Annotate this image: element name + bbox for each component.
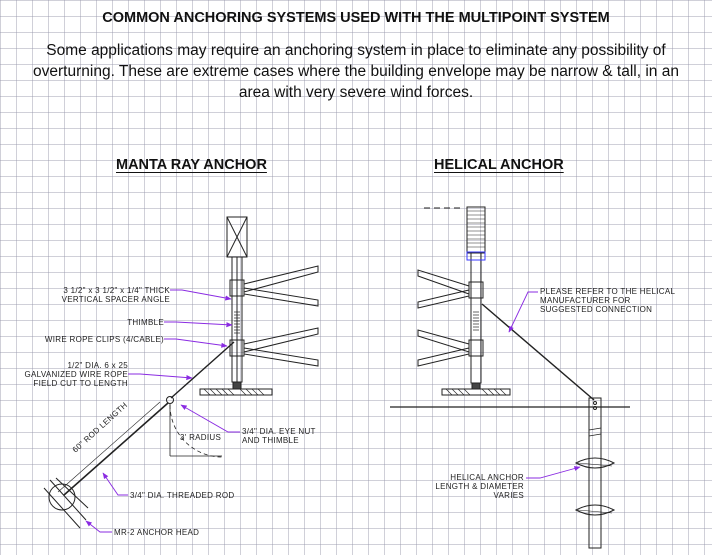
page-title: COMMON ANCHORING SYSTEMS USED WITH THE M… — [102, 10, 610, 26]
label-threaded-rod: 3/4" DIA. THREADED ROD — [130, 491, 235, 500]
label-helical-length: HELICAL ANCHOR LENGTH & DIAMETER VARIES — [435, 473, 524, 500]
label-spacer-angle: 3 1/2" x 3 1/2" x 1/4" THICK VERTICAL SP… — [61, 286, 170, 304]
label-radius: 3' RADIUS — [180, 433, 222, 442]
label-helical-refer: PLEASE REFER TO THE HELICAL MANUFACTURER… — [540, 287, 676, 314]
helical-leaders — [508, 291, 581, 479]
label-anchor-head: MR-2 ANCHOR HEAD — [114, 528, 200, 537]
label-wire-rope-clips: WIRE ROPE CLIPS (4/CABLE) — [44, 335, 164, 344]
helical-assembly — [390, 206, 630, 549]
manta-ray-assembly — [43, 216, 319, 529]
intro-paragraph: Some applications may require an anchori… — [33, 42, 679, 101]
label-eye-nut: 3/4" DIA. EYE NUT AND THIMBLE — [242, 427, 316, 445]
manta-ray-leaders — [85, 289, 240, 533]
manta-ray-heading: MANTA RAY ANCHOR — [116, 157, 267, 173]
label-thimble: THIMBLE — [127, 318, 164, 327]
helical-heading: HELICAL ANCHOR — [434, 157, 564, 173]
label-wire-rope: 1/2" DIA. 6 x 25 GALVANIZED WIRE ROPE FI… — [24, 361, 128, 388]
